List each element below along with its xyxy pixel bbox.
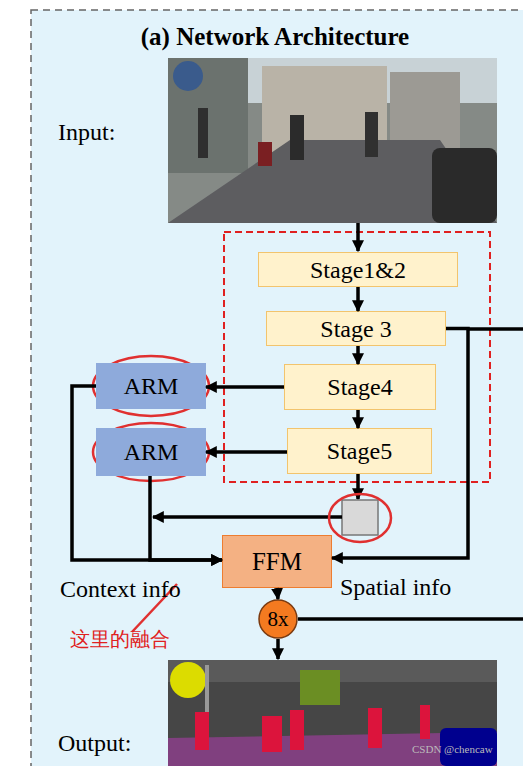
photo-person [290,115,304,160]
stage-box: Stage 3 [266,311,446,346]
circle-shape [259,600,297,638]
backbone-frame [224,232,490,482]
seg-building [168,660,497,766]
input-arrow [356,223,360,251]
seg-vegetation [300,670,340,705]
photo-person [198,108,208,158]
outer-frame [31,10,523,766]
highlight-ellipse [329,494,391,542]
pool-wire [153,515,342,519]
output-arrow [276,639,280,659]
seg-person [368,708,382,748]
connector-arrow [356,346,360,364]
upsample-circle: 8x [258,599,298,639]
node-label: Stage 3 [320,317,391,341]
photo-car [432,148,497,223]
arm-box: ARM [96,363,206,409]
connector-arrow [72,386,222,560]
seg-person [195,712,209,750]
stage-box: Stage5 [287,428,432,474]
node-label: FFM [252,549,302,574]
section-label: Spatial info [340,575,451,599]
ffm-box: FFM [222,535,332,588]
photo-road [168,140,497,223]
connector-arrow [356,287,360,311]
annotation-note: 这里的融合 [70,629,170,649]
node-label: Stage1&2 [310,258,406,282]
connector-arrow [277,588,278,599]
connector-arrow [206,450,287,454]
photo-person [365,112,378,157]
highlight-ellipse [93,423,209,481]
photo-sign [173,61,203,91]
connector-arrow [332,329,468,559]
node-label: 8x [268,609,289,630]
photo-bg [168,58,497,223]
node-label: Stage4 [327,375,392,399]
watermark: CSDN @chencaw [412,744,493,755]
output-segmentation [168,660,497,766]
node-label: Stage5 [327,439,392,463]
connector-arrow [150,476,222,560]
stage-box: Stage1&2 [258,252,458,287]
photo-building [168,58,248,173]
diagram-title: (a) Network Architecture [40,24,510,49]
pool-square [342,500,378,535]
connector-arrow [206,385,284,389]
photo-luggage [258,142,272,166]
seg-person [420,705,430,739]
seg-sign [170,662,206,698]
seg-person [262,716,282,752]
side-label: Output: [58,731,131,755]
node-label: ARM [124,440,179,464]
branch-wire [468,327,523,331]
stage-box: Stage4 [284,364,436,410]
branch-wire [298,617,523,621]
connector-arrow [356,410,360,428]
input-photo [168,58,497,223]
node-label: ARM [124,374,179,398]
seg-person [290,710,304,750]
section-label: Context info [60,577,181,601]
arm-box: ARM [96,428,206,476]
side-label: Input: [58,120,115,144]
highlight-ellipse [93,356,209,416]
